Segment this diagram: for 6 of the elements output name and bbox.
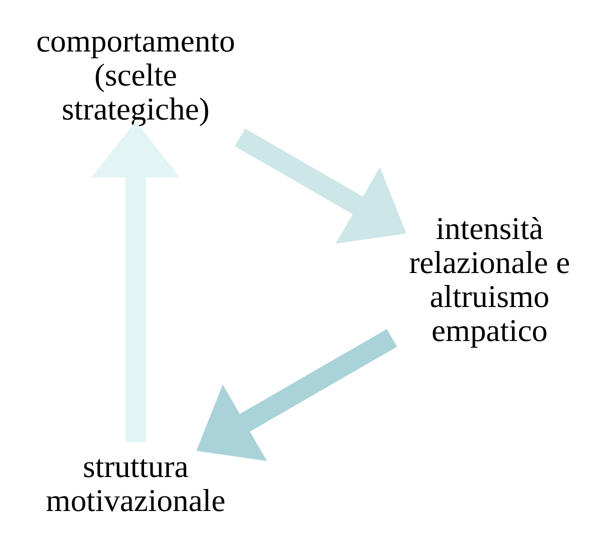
arrow	[234, 128, 406, 244]
node-text: struttura motivazionale	[45, 449, 225, 518]
node-text: comportamento (scelte strategiche)	[36, 24, 235, 127]
arrow	[91, 121, 180, 442]
node-text: intensità relazionale e altruismo empatico	[408, 210, 570, 348]
arrow	[196, 329, 397, 462]
